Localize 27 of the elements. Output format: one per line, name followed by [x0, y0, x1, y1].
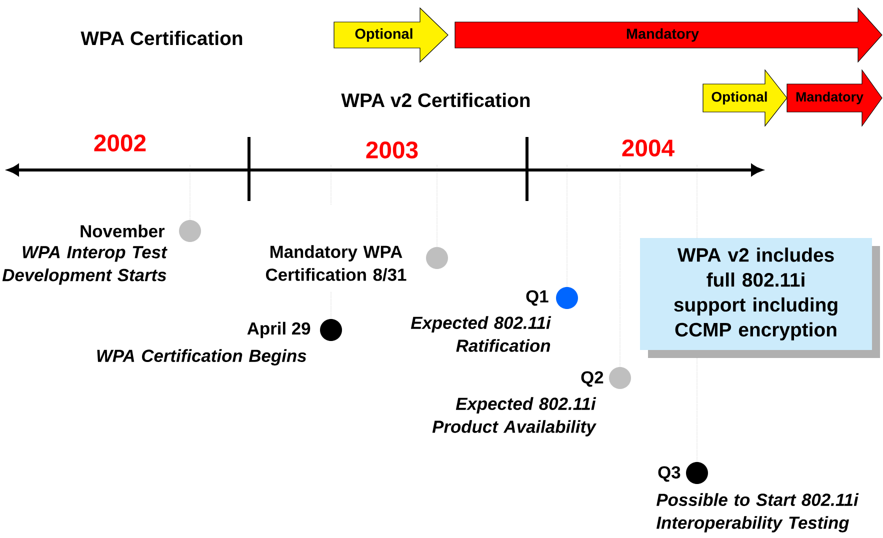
- phase-banner: Mandatory: [454, 7, 882, 63]
- event-description: Possible to Start 802.11i Interoperability Testing: [656, 493, 859, 532]
- date-label: Q1: [526, 290, 548, 306]
- milestone-dot: [320, 319, 342, 341]
- note-box: WPA v2 includes full 802.11i support including CCMP encryption: [640, 238, 880, 358]
- year-label: 2003: [366, 142, 418, 158]
- date-label: April 29: [247, 322, 310, 338]
- milestone-dot: [426, 247, 448, 269]
- event-description: Expected 802.11i Ratification: [410, 316, 552, 352]
- phase-banner: Optional: [702, 69, 788, 127]
- year-label: 2002: [94, 134, 146, 152]
- row-label: WPA Certification: [80, 30, 242, 46]
- milestone-dot: [556, 287, 578, 309]
- date-label: Q2: [581, 371, 604, 387]
- milestone-dot: [686, 462, 708, 484]
- date-label: Mandatory WPA Certification 8/31: [266, 245, 406, 282]
- row-label: WPA v2 Certification: [341, 92, 530, 108]
- date-label: Q3: [658, 466, 680, 482]
- milestone-dot: [609, 367, 631, 389]
- year-label: 2004: [622, 140, 674, 156]
- event-description: Expected 802.11i Product Availability: [432, 397, 597, 436]
- event-description: WPA Interop Test Development Starts: [2, 246, 168, 285]
- milestone-dot: [179, 220, 201, 242]
- phase-banner: Mandatory: [786, 69, 882, 127]
- phase-banner: Optional: [334, 7, 448, 63]
- event-description: WPA Certification Begins: [97, 349, 306, 366]
- date-label: November: [80, 224, 165, 238]
